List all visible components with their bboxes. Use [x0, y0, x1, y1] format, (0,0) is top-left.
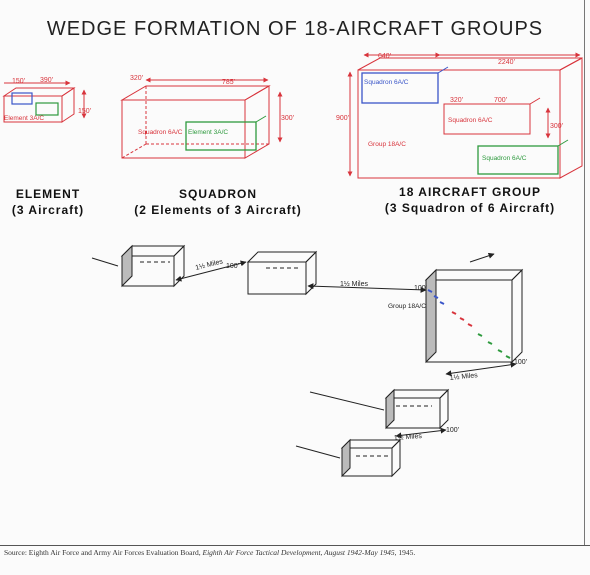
group-mid-squadron-label: Squadron 6A/C: [448, 117, 493, 124]
group-top-squadron-label: Squadron 6A/C: [364, 79, 409, 86]
element-height-label: 150': [78, 108, 91, 115]
trail-diagram: [91, 244, 524, 478]
squadron-box-top: [120, 85, 271, 101]
trail-box-2: [247, 261, 307, 295]
trail-spacing-label-4: 1½ Miles: [394, 432, 423, 442]
group-lead-width-label: 640': [378, 53, 391, 60]
trail-height-label-2: 100': [414, 285, 427, 292]
squadron-depth-label: 320': [130, 75, 143, 82]
element-green-block: [35, 102, 59, 116]
right-frame-line: [584, 0, 585, 545]
group-low-depth-label: 320': [450, 97, 463, 104]
source-prefix: Source: Eighth Air Force and Army Air Fo…: [4, 548, 201, 557]
group-low-squadron-green: [477, 145, 559, 175]
element-box-label: Element 3A/C: [4, 115, 44, 122]
squadron-box-label: Squadron 6A/C: [138, 129, 183, 136]
squadron-width-label: 785': [222, 79, 235, 86]
squadron-height-label: 300': [281, 115, 294, 122]
trail-group-formation: [427, 289, 511, 359]
group-heading-block: 18 AIRCRAFT GROUP (3 Squadron of 6 Aircr…: [360, 184, 580, 216]
squadron-heading: SQUADRON: [178, 187, 257, 201]
group-heading: 18 AIRCRAFT GROUP: [399, 185, 541, 199]
trail-spacing-label-2: 1½ Miles: [340, 280, 369, 288]
element-subheading: (3 Aircraft): [11, 203, 85, 217]
group-low-height-label: 300': [550, 123, 563, 130]
squadron-green-element: [185, 121, 257, 151]
group-subheading: (3 Squadron of 6 Aircraft): [384, 201, 556, 215]
trail-spacing-label-1: 1½ Miles: [195, 257, 225, 272]
source-year: 1945.: [398, 548, 416, 557]
group-low-squadron-label: Squadron 6A/C: [482, 155, 527, 162]
group-box-label: Group 18A/C: [368, 141, 406, 148]
group-low-width-label: 700': [494, 97, 507, 104]
trail-group-label: Group 18A/C: [388, 303, 426, 310]
element-depth-label: 150': [12, 78, 25, 85]
element-width-label: 390': [40, 77, 53, 84]
trail-height-label-1: 100': [226, 263, 239, 270]
group-height-label: 900': [336, 115, 349, 122]
footer-rule: [0, 545, 590, 546]
group-top-squadron-blue: [361, 72, 439, 104]
source-work: Eighth Air Force Tactical Development, A…: [202, 548, 397, 557]
group-panel: [347, 52, 583, 179]
element-heading-block: ELEMENT (3 Aircraft): [2, 186, 94, 218]
source-note: Source: Eighth Air Force and Army Air Fo…: [4, 548, 584, 558]
squadron-heading-block: SQUADRON (2 Elements of 3 Aircraft): [118, 186, 318, 218]
group-total-width-label: 2240': [498, 59, 515, 66]
page-title: WEDGE FORMATION OF 18-AIRCRAFT GROUPS: [46, 18, 544, 40]
group-box-side: [559, 57, 583, 179]
squadron-subheading: (2 Elements of 3 Aircraft): [134, 203, 302, 217]
squadron-element-label: Element 3A/C: [188, 129, 228, 136]
group-mid-squadron: [443, 103, 531, 135]
squadron-panel: [120, 77, 283, 159]
group-box-top: [357, 57, 583, 71]
diagram-canvas: 150' 390' 150' Element 3A/C 320' 785' 30…: [2, 52, 583, 478]
trail-height-label-4: 100': [446, 427, 459, 434]
element-box-side: [61, 87, 75, 123]
trail-height-label-3: 100': [514, 359, 527, 366]
element-heading: ELEMENT: [15, 187, 81, 201]
trail-spacing-label-3: 1½ Miles: [449, 371, 478, 382]
element-blue-block: [11, 92, 33, 105]
element-panel: [2, 80, 87, 123]
